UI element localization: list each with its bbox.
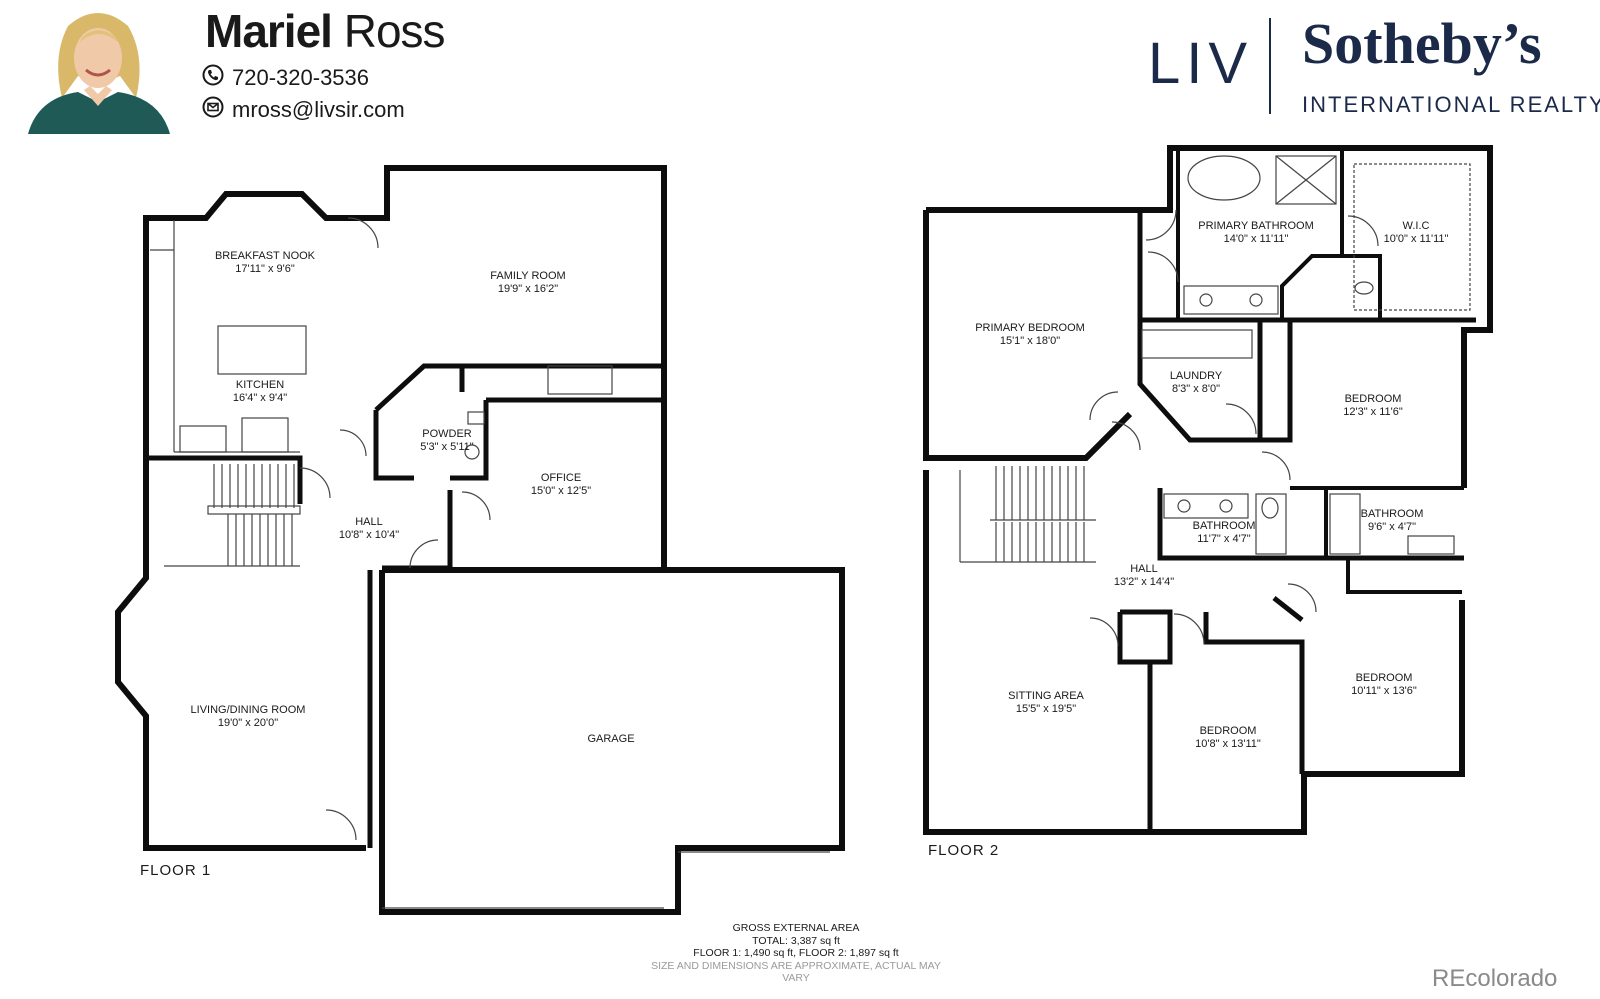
agent-phone-row[interactable]: 720-320-3536 (202, 64, 369, 92)
room-family-room: FAMILY ROOM 19'9" x 16'2" (490, 270, 565, 296)
agent-last-name: Ross (343, 5, 446, 57)
room-bathroom-1: BATHROOM 11'7" x 4'7" (1193, 520, 1256, 546)
floor1-walls (115, 165, 845, 915)
agent-name: Mariel Ross (205, 4, 446, 58)
brand-liv-logo: LIV (1148, 31, 1254, 96)
area-floors: FLOOR 1: 1,490 sq ft, FLOOR 2: 1,897 sq … (693, 947, 899, 959)
room-dims: 12'3" x 11'6" (1343, 406, 1403, 418)
phone-icon (202, 64, 224, 92)
recolorado-watermark: REcolorado (1432, 965, 1558, 992)
room-dims: 14'0" x 11'11" (1223, 233, 1289, 245)
room-dims: 15'1" x 18'0" (999, 335, 1061, 347)
room-primary-bedroom: PRIMARY BEDROOM 15'1" x 18'0" (975, 322, 1085, 348)
room-dims: 19'9" x 16'2" (497, 283, 559, 295)
room-name: KITCHEN (235, 379, 285, 391)
room-laundry: LAUNDRY 8'3" x 8'0" (1170, 370, 1222, 396)
room-breakfast-nook: BREAKFAST NOOK 17'11" x 9'6" (215, 250, 315, 276)
room-name: SITTING AREA (1008, 690, 1084, 702)
room-dims: 8'3" x 8'0" (1171, 383, 1221, 395)
room-hall-floor1: HALL 10'8" x 10'4" (339, 516, 399, 542)
room-sitting-area: SITTING AREA 15'5" x 19'5" (1008, 690, 1084, 716)
room-name: PRIMARY BEDROOM (975, 322, 1085, 334)
brand-sothebys-logo: Sotheby’s (1302, 11, 1542, 76)
room-name: BATHROOM (1360, 508, 1424, 520)
room-name: BREAKFAST NOOK (214, 250, 316, 262)
room-name: OFFICE (540, 472, 582, 484)
room-dims: 15'0" x 12'5" (530, 485, 592, 497)
room-name: BEDROOM (1355, 672, 1413, 684)
room-dims: 10'0" x 11'11" (1383, 233, 1449, 245)
room-dims: 9'6" x 4'7" (1367, 521, 1417, 533)
agent-email: mross@livsir.com (232, 97, 405, 122)
area-disclaimer: SIZE AND DIMENSIONS ARE APPROXIMATE, ACT… (651, 959, 941, 985)
room-dims: 19'0" x 20'0" (217, 717, 279, 729)
room-name: FAMILY ROOM (490, 270, 566, 282)
room-name: BATHROOM (1192, 520, 1256, 532)
room-wic: W.I.C 10'0" x 11'11" (1384, 220, 1449, 246)
room-name: BEDROOM (1344, 393, 1402, 405)
floor2-walls (923, 145, 1493, 835)
room-bedroom-3: BEDROOM 10'11" x 13'6" (1351, 672, 1417, 698)
room-hall-floor2: HALL 13'2" x 14'4" (1114, 563, 1174, 589)
floor1-details (150, 217, 830, 909)
room-dims: 17'11" x 9'6" (235, 263, 295, 275)
room-bathroom-2: BATHROOM 9'6" x 4'7" (1361, 508, 1424, 534)
room-garage: GARAGE (587, 733, 634, 746)
room-name: POWDER (422, 428, 472, 440)
room-primary-bathroom: PRIMARY BATHROOM 14'0" x 11'11" (1198, 220, 1314, 246)
room-dims: 13'2" x 14'4" (1113, 576, 1175, 588)
floor2-label: FLOOR 2 (928, 842, 1000, 859)
agent-phone: 720-320-3536 (232, 65, 370, 90)
room-name: PRIMARY BATHROOM (1198, 220, 1314, 232)
room-name: HALL (1130, 563, 1158, 575)
room-bedroom-4: BEDROOM 10'8" x 13'11" (1195, 725, 1261, 751)
agent-photo (28, 6, 170, 134)
room-name: LAUNDRY (1169, 370, 1223, 382)
room-dims: 5'3" x 5'11" (420, 441, 474, 453)
room-dims: 10'8" x 13'11" (1195, 738, 1261, 750)
area-heading: GROSS EXTERNAL AREA (732, 922, 860, 934)
brand-subtitle: INTERNATIONAL REALTY (1302, 92, 1600, 117)
room-dims: 10'11" x 13'6" (1351, 685, 1417, 697)
mail-icon (202, 96, 224, 124)
room-name: W.I.C (1402, 220, 1430, 232)
brand-divider (1269, 18, 1271, 114)
room-powder: POWDER 5'3" x 5'11" (420, 428, 473, 454)
room-living-dining: LIVING/DINING ROOM 19'0" x 20'0" (191, 704, 306, 730)
floor1-label: FLOOR 1 (140, 862, 212, 879)
room-name: BEDROOM (1199, 725, 1257, 737)
floor2-details (959, 155, 1471, 647)
room-dims: 15'5" x 19'5" (1015, 703, 1077, 715)
room-kitchen: KITCHEN 16'4" x 9'4" (233, 379, 287, 405)
room-name: HALL (355, 516, 383, 528)
gross-area-summary: GROSS EXTERNAL AREA TOTAL: 3,387 sq ft F… (636, 922, 956, 985)
agent-first-name: Mariel (205, 5, 333, 57)
room-dims: 10'8" x 10'4" (338, 529, 400, 541)
room-office: OFFICE 15'0" x 12'5" (531, 472, 591, 498)
area-total: TOTAL: 3,387 sq ft (752, 934, 840, 947)
agent-email-row[interactable]: mross@livsir.com (202, 96, 405, 124)
room-dims: 11'7" x 4'7" (1197, 533, 1251, 545)
room-dims: 16'4" x 9'4" (232, 392, 288, 404)
room-bedroom-2: BEDROOM 12'3" x 11'6" (1343, 393, 1403, 419)
room-name: GARAGE (587, 733, 635, 745)
room-name: LIVING/DINING ROOM (190, 704, 306, 716)
